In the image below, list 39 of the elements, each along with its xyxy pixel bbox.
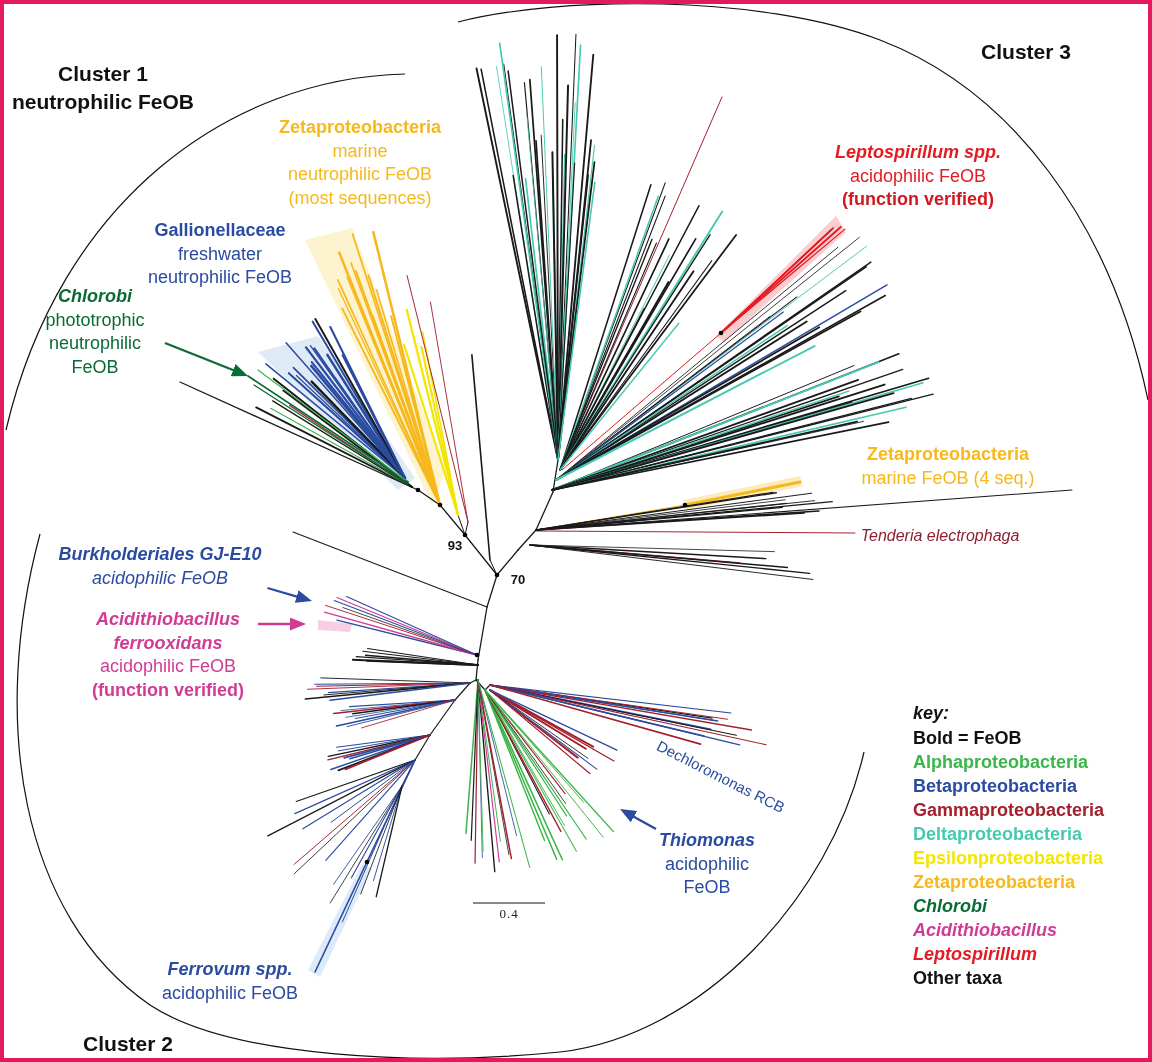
taxon-name: Zetaproteobacteria xyxy=(279,116,441,139)
annotation-text: acidophilic FeOB xyxy=(161,981,299,1005)
cluster-label: Cluster 3 xyxy=(981,39,1071,65)
taxon-name: Ferrovum spp. xyxy=(167,958,293,981)
bootstrap-value: 70 xyxy=(510,572,526,588)
annotation-text: (function verified) xyxy=(92,678,244,702)
legend-item: Betaproteobacteria xyxy=(913,775,1078,798)
legend-item: Leptospirillum xyxy=(913,943,1037,966)
legend-item: Epsilonproteobacteria xyxy=(913,847,1104,870)
legend-item: Bold = FeOB xyxy=(913,727,1022,750)
legend-item: Deltaproteobacteria xyxy=(913,823,1083,846)
legend-item: Chlorobi xyxy=(913,895,987,918)
scale-value: 0.4 xyxy=(499,906,519,922)
legend-item: Acidithiobacillus xyxy=(913,919,1058,942)
legend-title: key: xyxy=(913,702,950,725)
annotation-text: freshwater neutrophilic FeOB xyxy=(146,242,294,289)
annotation-text: marine FeOB (4 seq.) xyxy=(861,466,1035,490)
annotation-text: acidophilic FeOB xyxy=(91,566,229,590)
annotation-text: phototrophic neutrophilic FeOB xyxy=(44,308,146,379)
annotation-text: (function verified) xyxy=(842,188,994,211)
taxon-name: Leptospirillum spp. xyxy=(835,141,1001,164)
cluster-label: Cluster 2 xyxy=(83,1031,173,1057)
cluster-label: Cluster 1 xyxy=(58,61,148,87)
annotation-text: marine neutrophilic FeOB (most sequences) xyxy=(286,139,433,210)
legend-item: Alphaproteobacteria xyxy=(913,751,1089,774)
bootstrap-value: 93 xyxy=(447,538,463,554)
taxon-name: Burkholderiales GJ-E10 xyxy=(58,543,262,566)
cluster-label: neutrophilic FeOB xyxy=(12,89,194,115)
annotation-text: acidophilic FeOB xyxy=(849,164,987,188)
taxon-name: Chlorobi xyxy=(58,285,132,308)
branch-label: Tenderia electrophaga xyxy=(860,526,1020,546)
taxon-name: Gallionellaceae xyxy=(154,219,286,242)
legend-item: Gammaproteobacteria xyxy=(913,799,1105,822)
annotation-text: acidophilic FeOB xyxy=(99,655,237,678)
legend-item: Other taxa xyxy=(913,967,1003,990)
legend-item: Zetaproteobacteria xyxy=(913,871,1076,894)
taxon-name: Thiomonas xyxy=(659,829,755,852)
taxon-name: Zetaproteobacteria xyxy=(866,443,1029,466)
annotation-text: acidophilic FeOB xyxy=(663,852,751,899)
